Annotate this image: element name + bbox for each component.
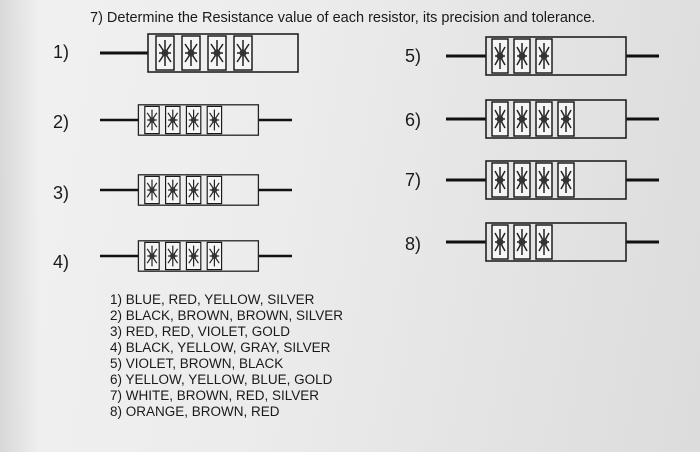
question-title: 7) Determine the Resistance value of eac… xyxy=(90,10,596,26)
color-band xyxy=(233,35,253,71)
color-band xyxy=(491,101,509,137)
resistor-label-3: 3) xyxy=(53,183,70,203)
color-band xyxy=(206,105,223,135)
resistor-label-4: 4) xyxy=(53,252,70,272)
color-band xyxy=(206,241,223,271)
resistor-label-8: 8) xyxy=(405,234,422,254)
color-band xyxy=(181,35,201,71)
color-band xyxy=(155,35,175,71)
resistor-8 xyxy=(446,222,659,262)
color-band xyxy=(535,101,553,137)
answer-1: 1) BLUE, RED, YELLOW, SILVER xyxy=(110,292,315,307)
resistor-label-7: 7) xyxy=(405,170,422,190)
color-band xyxy=(165,105,181,135)
color-band xyxy=(535,224,553,260)
page-shadow xyxy=(0,0,40,452)
color-band xyxy=(513,224,531,260)
resistor-label-5: 5) xyxy=(405,46,422,66)
resistor-3 xyxy=(100,174,292,206)
resistor-7 xyxy=(446,160,659,200)
color-band xyxy=(165,241,181,271)
answer-7: 7) WHITE, BROWN, RED, SILVER xyxy=(110,388,320,403)
color-band xyxy=(535,162,553,198)
resistor-1 xyxy=(100,33,299,73)
color-band xyxy=(491,162,509,198)
answer-6: 6) YELLOW, YELLOW, BLUE, GOLD xyxy=(110,372,333,387)
color-band xyxy=(207,35,227,71)
color-band xyxy=(206,175,223,205)
color-band xyxy=(513,38,531,74)
resistor-4 xyxy=(100,240,292,272)
answer-8: 8) ORANGE, BROWN, RED xyxy=(110,404,280,419)
resistor-2 xyxy=(100,104,292,136)
color-band xyxy=(144,175,160,205)
answer-3: 3) RED, RED, VIOLET, GOLD xyxy=(110,324,291,339)
answer-4: 4) BLACK, YELLOW, GRAY, SILVER xyxy=(110,340,331,355)
resistor-label-2: 2) xyxy=(53,112,70,132)
resistor-5 xyxy=(446,36,659,76)
answer-5: 5) VIOLET, BROWN, BLACK xyxy=(110,356,284,371)
color-band xyxy=(144,105,160,135)
color-band xyxy=(535,38,553,74)
color-band xyxy=(557,101,575,137)
color-band xyxy=(491,38,509,74)
color-band xyxy=(557,162,575,198)
resistor-6 xyxy=(446,99,659,139)
color-band xyxy=(144,241,160,271)
color-band xyxy=(185,105,202,135)
color-band xyxy=(513,162,531,198)
color-band xyxy=(513,101,531,137)
color-band xyxy=(185,241,202,271)
resistor-label-6: 6) xyxy=(405,110,422,130)
color-band xyxy=(185,175,202,205)
resistor-label-1: 1) xyxy=(53,42,70,62)
color-band xyxy=(491,224,509,260)
answer-2: 2) BLACK, BROWN, BROWN, SILVER xyxy=(110,308,344,323)
color-band xyxy=(165,175,181,205)
